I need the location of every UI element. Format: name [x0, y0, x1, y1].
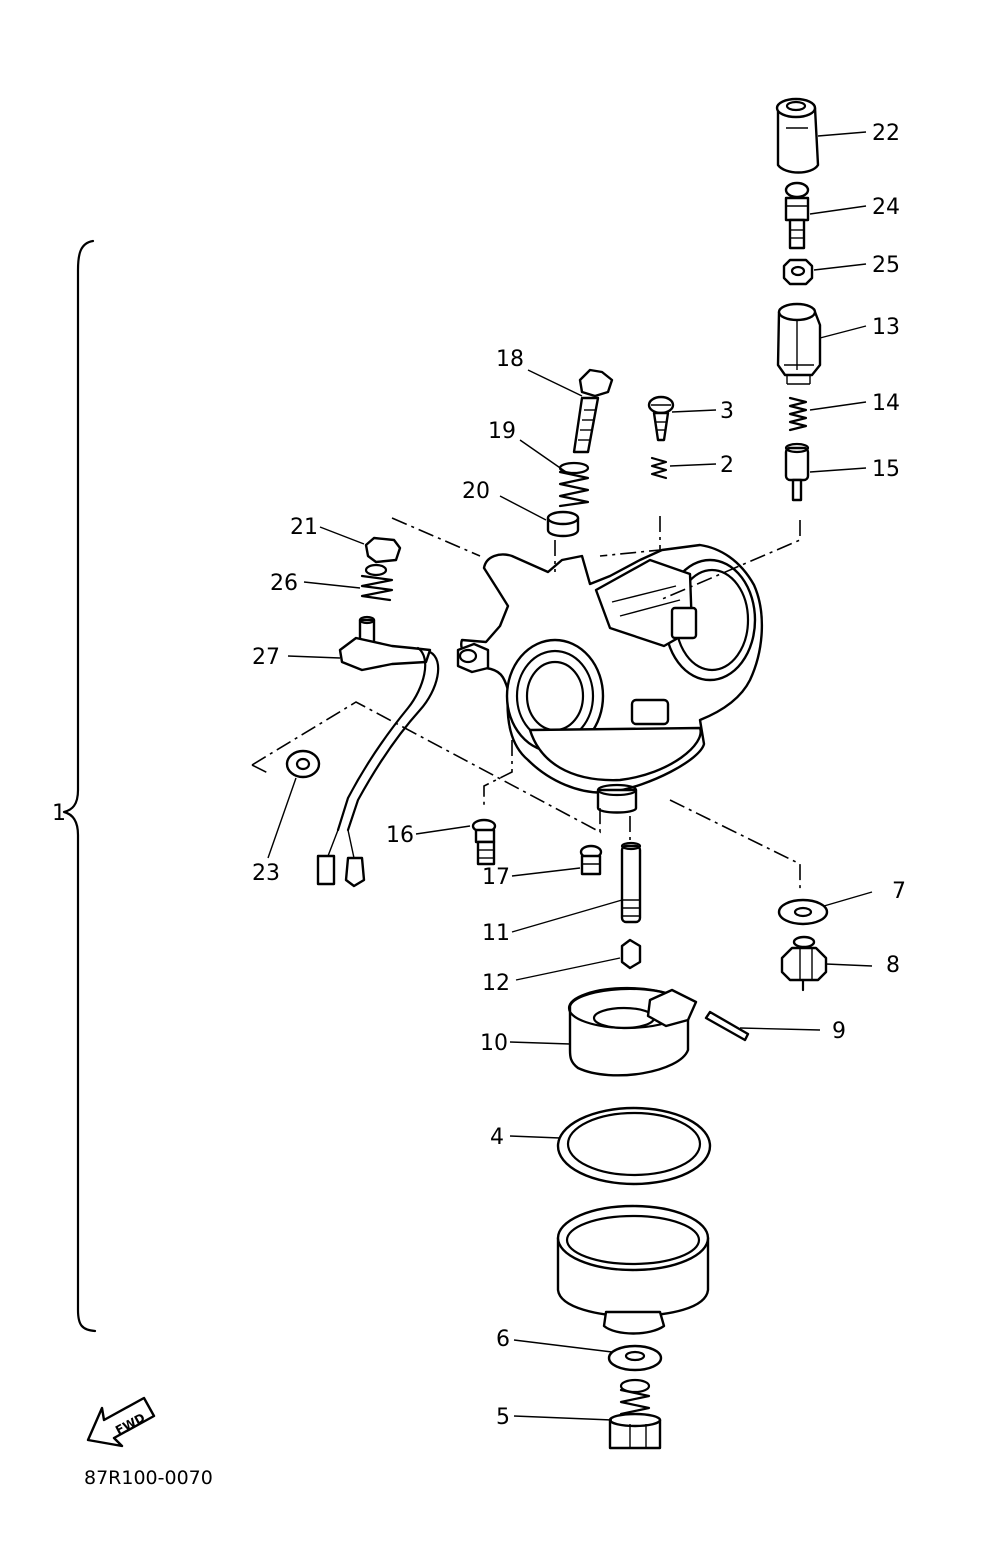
part-13-chamber-top — [776, 302, 822, 385]
part-20-collar — [546, 510, 580, 538]
callout-8: 8 — [886, 953, 900, 978]
callout-26: 26 — [270, 571, 298, 596]
callout-17: 17 — [482, 865, 510, 890]
part-26-spring — [360, 563, 394, 602]
part-11-needle-jet — [620, 841, 642, 924]
part-15-throttle-valve — [784, 442, 810, 502]
part-10-float — [567, 986, 698, 1077]
part-5-drain-plug — [608, 1378, 662, 1450]
assembly-bracket — [62, 239, 97, 1333]
part-17-plug-screw — [579, 844, 603, 876]
fwd-arrow-icon: FWD — [86, 1396, 156, 1448]
part-24-adjuster — [784, 181, 810, 250]
callout-1: 1 — [52, 801, 66, 826]
float-bowl — [556, 1204, 710, 1335]
part-21-cap — [364, 536, 402, 564]
callout-22: 22 — [872, 121, 900, 146]
callout-9: 9 — [832, 1019, 846, 1044]
callout-20: 20 — [462, 479, 490, 504]
part-9-float-pin — [704, 1010, 750, 1042]
callout-2: 2 — [720, 453, 734, 478]
part-8-needle-valve — [780, 935, 828, 992]
callout-19: 19 — [488, 419, 516, 444]
callout-14: 14 — [872, 391, 900, 416]
callout-4: 4 — [490, 1125, 504, 1150]
part-6-washer — [607, 1344, 663, 1372]
callout-16: 16 — [386, 823, 414, 848]
callout-25: 25 — [872, 253, 900, 278]
part-18-screw — [572, 368, 614, 454]
callout-15: 15 — [872, 457, 900, 482]
callout-labels: 22 24 25 13 14 15 18 3 19 2 20 21 26 27 … — [52, 121, 906, 1430]
assembly-lines — [251, 516, 801, 890]
callout-10: 10 — [480, 1031, 508, 1056]
part-22-cap — [775, 97, 820, 174]
drawing-code: 87R100-0070 — [84, 1467, 213, 1489]
carburetor-body — [456, 543, 764, 814]
part-16-jet-holder — [471, 818, 497, 866]
callout-5: 5 — [496, 1405, 510, 1430]
leader-lines — [267, 131, 873, 1421]
callout-7: 7 — [892, 879, 906, 904]
callout-6: 6 — [496, 1327, 510, 1352]
part-23-washer — [285, 749, 321, 779]
callout-21: 21 — [290, 515, 318, 540]
callout-13: 13 — [872, 315, 900, 340]
callout-23: 23 — [252, 861, 280, 886]
part-27-choke-lever — [316, 615, 440, 888]
callout-3: 3 — [720, 399, 734, 424]
callout-18: 18 — [496, 347, 524, 372]
part-19-spring — [558, 461, 590, 508]
part-3-pilot-screw — [647, 395, 675, 442]
part-14-spring — [788, 396, 808, 432]
part-2-spring — [650, 456, 668, 480]
callout-11: 11 — [482, 921, 510, 946]
callout-24: 24 — [872, 195, 900, 220]
callout-27: 27 — [252, 645, 280, 670]
part-4-gasket — [556, 1106, 712, 1186]
part-12-main-jet — [620, 938, 642, 970]
callout-12: 12 — [482, 971, 510, 996]
part-7-gasket — [777, 898, 829, 926]
part-25-nut — [782, 258, 814, 286]
